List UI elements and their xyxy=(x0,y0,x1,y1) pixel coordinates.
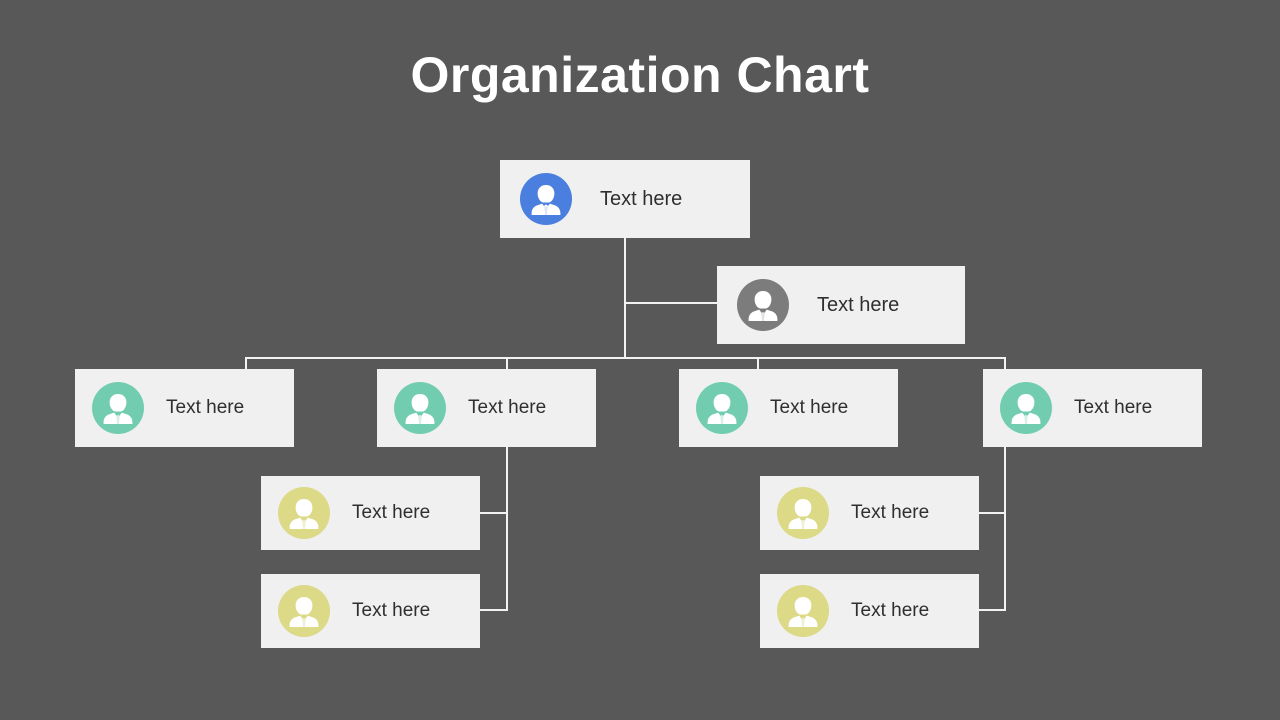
person-icon xyxy=(737,279,789,331)
org-node-label: Text here xyxy=(851,600,930,621)
person-icon xyxy=(394,382,446,434)
org-node-label: Text here xyxy=(817,294,900,316)
connector-root-vertical xyxy=(624,235,626,359)
person-icon xyxy=(278,487,330,539)
org-node-dept-4[interactable]: Text here xyxy=(983,369,1202,447)
person-icon xyxy=(696,382,748,434)
org-node-label: Text here xyxy=(600,188,683,210)
org-node-dept-2[interactable]: Text here xyxy=(377,369,596,447)
connector-drop-node6 xyxy=(1004,357,1006,369)
person-icon xyxy=(278,585,330,637)
person-icon xyxy=(520,173,572,225)
connector-node6-to-child1 xyxy=(978,512,1006,514)
org-node-label: Text here xyxy=(1074,397,1153,418)
org-node-label: Text here xyxy=(352,600,431,621)
org-node-dept-1[interactable]: Text here xyxy=(75,369,294,447)
org-node-dept-3[interactable]: Text here xyxy=(679,369,898,447)
connector-drop-node3 xyxy=(245,357,247,369)
org-node-team-3[interactable]: Text here xyxy=(760,476,979,550)
connector-drop-node4 xyxy=(506,357,508,369)
org-node-assistant[interactable]: Text here xyxy=(717,266,965,344)
org-node-label: Text here xyxy=(851,502,930,523)
org-node-label: Text here xyxy=(468,397,547,418)
connector-drop-node5 xyxy=(757,357,759,369)
org-node-root[interactable]: Text here xyxy=(500,160,750,238)
connector-node6-spine xyxy=(1004,446,1006,611)
person-icon xyxy=(92,382,144,434)
org-node-label: Text here xyxy=(770,397,849,418)
connector-level3-bus xyxy=(245,357,1005,359)
org-node-team-4[interactable]: Text here xyxy=(760,574,979,648)
org-node-team-2[interactable]: Text here xyxy=(261,574,480,648)
person-icon xyxy=(777,585,829,637)
org-node-label: Text here xyxy=(166,397,245,418)
connector-node4-to-child1 xyxy=(480,512,508,514)
connector-node4-spine xyxy=(506,446,508,611)
org-node-label: Text here xyxy=(352,502,431,523)
person-icon xyxy=(1000,382,1052,434)
connector-node4-to-child2 xyxy=(480,609,508,611)
page-title: Organization Chart xyxy=(410,47,870,103)
org-node-team-1[interactable]: Text here xyxy=(261,476,480,550)
connector-root-to-assistant xyxy=(624,302,718,304)
connector-node6-to-child2 xyxy=(978,609,1006,611)
person-icon xyxy=(777,487,829,539)
